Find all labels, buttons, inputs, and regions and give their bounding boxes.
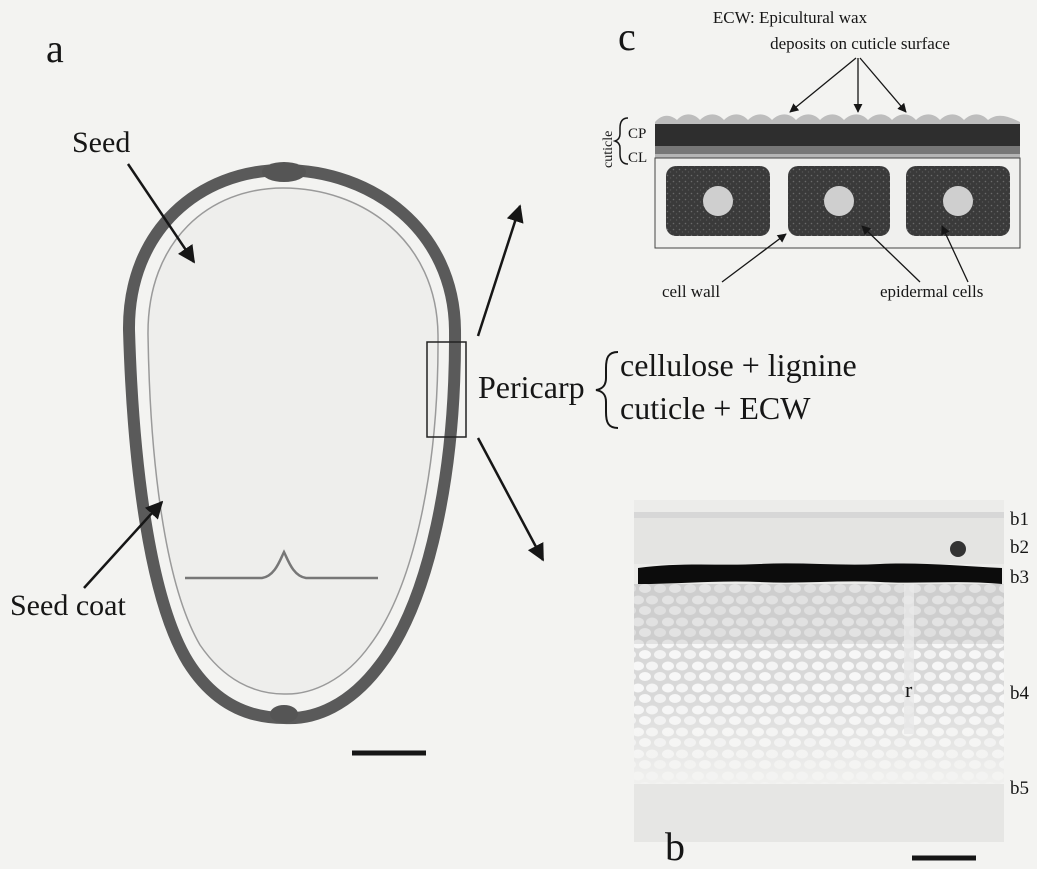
- pericarp-brace: [596, 352, 618, 428]
- pericarp-component-2: cuticle + ECW: [620, 390, 811, 426]
- ecw-title-line2: deposits on cuticle surface: [770, 34, 950, 53]
- cuticle-layer: [655, 146, 1020, 154]
- layer-label-b2: b2: [1010, 537, 1029, 558]
- panel-a-letter: a: [46, 26, 64, 71]
- seed-inner-outline: [148, 188, 438, 694]
- seed-arrow: [128, 164, 194, 262]
- layer-label-b5: b5: [1010, 778, 1029, 799]
- micrograph-dark-spot: [950, 541, 966, 557]
- micrograph-b5-region: [634, 784, 1004, 842]
- micrograph-fade: [634, 584, 1004, 784]
- cuticle-proper-layer: [655, 124, 1020, 146]
- panel-c: c ECW: Epicultural wax deposits on cutic…: [601, 8, 1020, 301]
- layer-label-b3: b3: [1010, 567, 1029, 588]
- arrow-to-panel-c: [478, 206, 520, 336]
- seed-bottom-bulge: [270, 705, 298, 723]
- panel-b-letter: b: [665, 824, 685, 869]
- pericarp-component-1: cellulose + lignine: [620, 347, 857, 383]
- seed-top-bulge: [262, 162, 306, 182]
- cuticle-label: cuticle: [601, 131, 616, 168]
- epidermal-cells-label: epidermal cells: [880, 282, 983, 301]
- wax-arrow-right: [860, 58, 906, 112]
- epidermal-cell-2-nucleus: [824, 186, 854, 216]
- panel-b: r b1 b2 b3 b4 b5 b: [634, 500, 1030, 869]
- ecw-title-line1: ECW: Epicultural wax: [713, 8, 868, 27]
- epidermal-cell-1-nucleus: [703, 186, 733, 216]
- epidermal-cell-3-nucleus: [943, 186, 973, 216]
- ecw-wax-layer: [655, 114, 1020, 124]
- seed-coat-label: Seed coat: [10, 589, 126, 622]
- arrow-to-panel-b: [478, 438, 543, 560]
- panel-a: a Seed Seed coat: [10, 26, 466, 753]
- layer-label-b4: b4: [1010, 683, 1030, 704]
- micrograph-ray: [904, 584, 914, 734]
- cp-label: CP: [628, 126, 646, 142]
- panel-c-letter: c: [618, 14, 636, 59]
- micrograph-b3-band: [638, 563, 1002, 584]
- cell-wall-label: cell wall: [662, 282, 720, 301]
- pericarp-label: Pericarp: [478, 369, 585, 405]
- micrograph-b1-band: [634, 512, 1004, 518]
- layer-label-b1: b1: [1010, 509, 1029, 530]
- seed-label: Seed: [72, 126, 130, 159]
- cl-label: CL: [628, 150, 647, 166]
- wax-arrow-left: [790, 58, 856, 112]
- ray-label: r: [905, 677, 913, 702]
- micrograph-b2-band: [634, 518, 1004, 564]
- cuticle-layer-thin: [655, 154, 1020, 158]
- cuticle-brace: [615, 118, 628, 164]
